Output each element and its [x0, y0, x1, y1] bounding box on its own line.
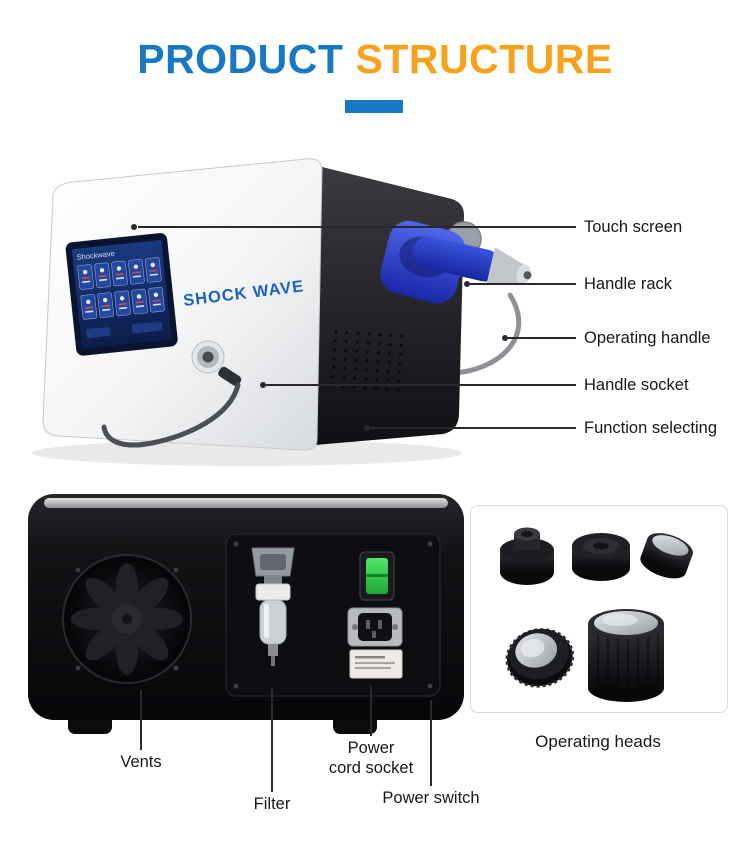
rating-label	[349, 649, 403, 679]
power-switch-label: Power switch	[382, 789, 480, 807]
power-switch	[359, 551, 395, 601]
power-cord-socket	[347, 607, 403, 647]
screen-bottom-bar	[86, 326, 111, 339]
operating-heads-box	[470, 505, 728, 713]
handle-cable	[449, 292, 522, 376]
handle-socket-dot	[260, 382, 266, 388]
vents-label: Vents	[120, 753, 162, 771]
machine-front-illustration: Shockwave SHOCK WAVE	[32, 158, 532, 466]
machine-back-illustration	[28, 494, 464, 734]
operating-head-1	[500, 527, 554, 585]
fan-vent	[62, 554, 192, 684]
front-face	[42, 158, 323, 451]
operating-heads-illustration	[500, 527, 693, 702]
operating-handle	[412, 236, 532, 286]
operating-head-4	[505, 628, 575, 688]
operating-handle-label: Operating handle	[584, 329, 711, 347]
side-panel	[315, 167, 464, 445]
power-cord-socket-label-line2: cord socket	[328, 759, 414, 777]
filter-line	[271, 688, 273, 792]
operating-head-5	[588, 609, 664, 702]
handle-rack-line	[470, 283, 576, 285]
operating-head-3	[640, 533, 693, 579]
power-cord-socket-label-line1: Power	[347, 739, 395, 757]
screen-title-text: Shockwave	[76, 249, 115, 262]
operating-handle-dot	[502, 335, 508, 341]
touch-screen: Shockwave	[65, 233, 178, 356]
power-switch-line	[430, 700, 432, 786]
title-divider	[345, 100, 403, 113]
touch-screen-label: Touch screen	[584, 218, 683, 236]
power-cord-socket-line	[370, 686, 372, 736]
handle-socket-line	[266, 384, 576, 386]
title-word-product: PRODUCT	[137, 36, 344, 82]
function-selecting-label: Function selecting	[584, 419, 717, 437]
top-edge-strip	[44, 498, 448, 508]
operating-head-2	[572, 533, 630, 581]
handle-socket-knob	[191, 340, 225, 374]
filter-label: Filter	[253, 795, 291, 813]
front-cable	[101, 382, 241, 448]
vents-line	[140, 690, 142, 750]
handle-socket-label: Handle socket	[584, 376, 689, 394]
touch-screen-dot	[131, 224, 137, 230]
side-vents	[329, 326, 407, 396]
function-selecting-dot	[364, 425, 370, 431]
screen-bottom-bar	[132, 321, 163, 334]
handle-socket-connector	[101, 366, 242, 448]
function-selecting-line	[370, 427, 576, 429]
handle-rack-dot	[464, 281, 470, 287]
title-word-structure: STRUCTURE	[355, 36, 613, 82]
filter-assembly	[251, 547, 295, 666]
operating-heads-caption: Operating heads	[535, 732, 661, 751]
handle-rack-label: Handle rack	[584, 275, 673, 293]
touch-screen-line	[138, 226, 576, 228]
operating-handle-line	[508, 337, 576, 339]
power-cord-socket-label: Power cord socket	[311, 738, 431, 778]
